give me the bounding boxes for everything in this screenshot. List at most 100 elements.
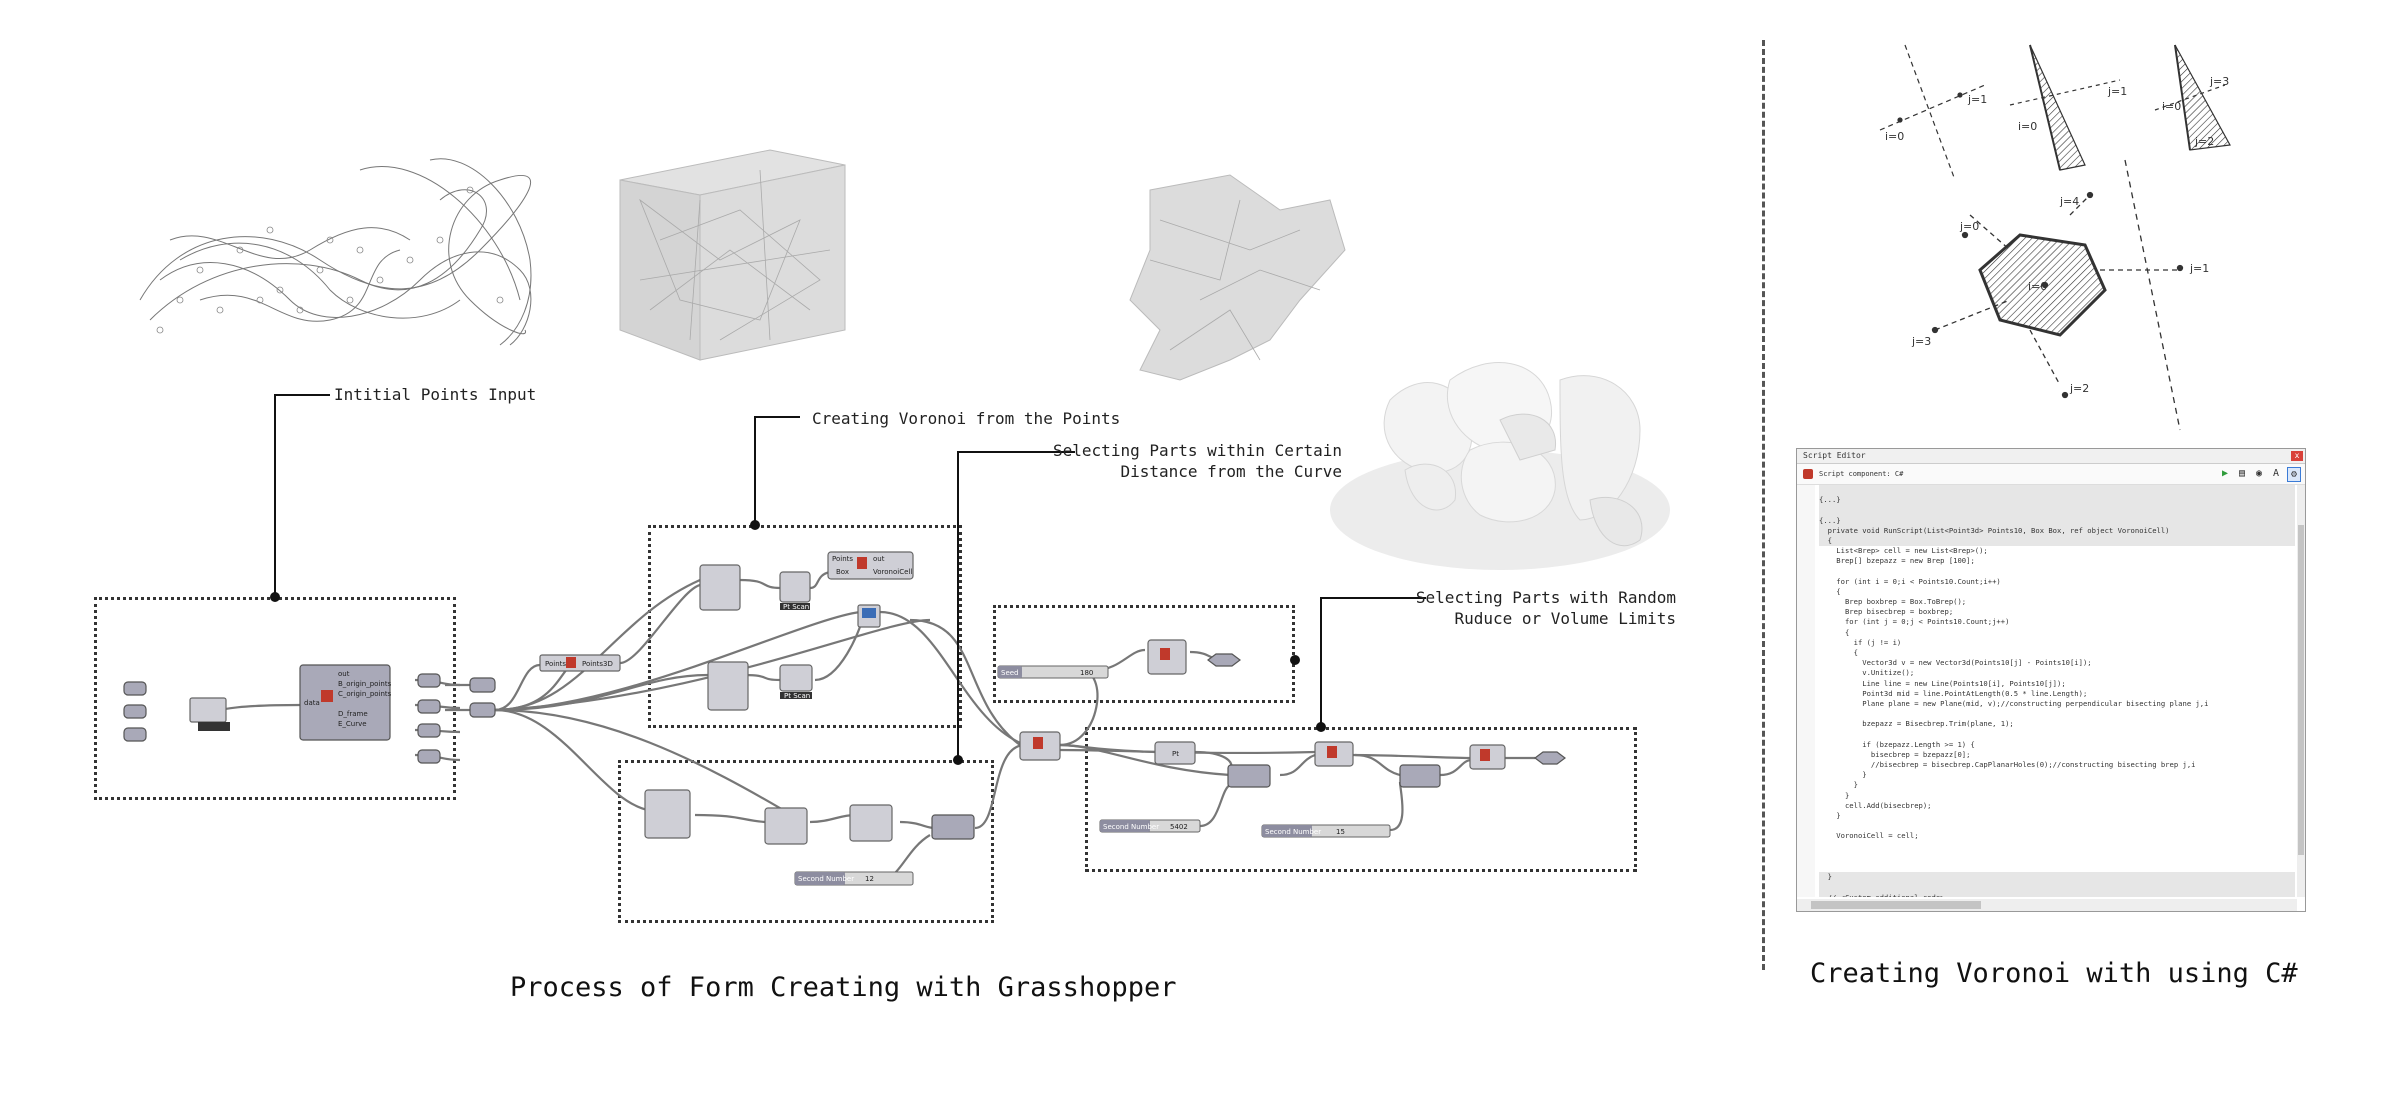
code-line[interactable]: 56 List<Brep> cell = new List<Brep>(); [1819, 546, 2295, 556]
caption-grasshopper: Process of Form Creating with Grasshoppe… [510, 972, 1177, 1003]
code-line[interactable]: 79 } [1819, 780, 2295, 790]
gh-param-node[interactable] [123, 681, 147, 696]
gh-param-node[interactable] [417, 699, 441, 714]
code-line[interactable]: 84 VoronoiCell = cell; [1819, 831, 2295, 841]
points-param-label: Points [545, 660, 566, 668]
code-line[interactable]: 75 if (bzepazz.Length >= 1) { [1819, 740, 2295, 750]
code-line[interactable]: 77 //bisecbrep = bisecbrep.CapPlanarHole… [1819, 760, 2295, 770]
gh-param-node[interactable] [417, 749, 441, 764]
code-text: VoronoiCell = cell; [1819, 831, 1919, 841]
gh-component-node[interactable] [931, 814, 975, 840]
annotation-selecting-distance: Selecting Parts within Certain Distance … [1050, 440, 1342, 482]
csharp-voronoi-component[interactable]: Points Box out VoronoiCell [827, 551, 914, 580]
code-line[interactable]: 85 [1819, 842, 2295, 852]
slider-second-number-2[interactable]: Second Number 15 [1261, 824, 1391, 838]
sketch-label: j=3 [1911, 335, 1931, 348]
code-line[interactable]: 54 private void RunScript(List<Point3d> … [1819, 525, 2295, 536]
code-line[interactable]: 74 [1819, 730, 2295, 740]
point-cloud-image [139, 158, 532, 346]
cache-icon[interactable]: ▤ [2238, 468, 2246, 479]
code-line[interactable]: 65 if (j != i) [1819, 638, 2295, 648]
annotation-initial-points: Intitial Points Input [334, 385, 537, 404]
points-param[interactable]: Points Points3D [539, 654, 621, 672]
settings-icon[interactable]: ⚙ [2287, 467, 2301, 482]
horizontal-scrollbar[interactable] [1797, 899, 2297, 911]
code-line[interactable]: 58 [1819, 567, 2295, 577]
gh-component-node[interactable] [779, 664, 813, 692]
code-line[interactable]: 78 } [1819, 770, 2295, 780]
code-line[interactable]: 55 { [1819, 535, 2295, 547]
gh-param-node[interactable] [123, 727, 147, 742]
code-text: } [1819, 780, 1858, 790]
preview-icon[interactable]: ◉ [2255, 468, 2263, 479]
code-line[interactable]: 73 bzepazz = Bisecbrep.Trim(plane, 1); [1819, 719, 2295, 729]
code-line[interactable]: 50 [1819, 505, 2295, 516]
gh-component-node[interactable] [1399, 764, 1441, 788]
gh-param-node[interactable] [417, 723, 441, 738]
code-line[interactable]: 61 Brep boxbrep = Box.ToBrep(); [1819, 597, 2295, 607]
code-line[interactable]: 86 [1819, 852, 2295, 862]
code-line[interactable]: 80 } [1819, 791, 2295, 801]
gh-component-node[interactable] [1154, 741, 1196, 765]
gh-component-node[interactable] [779, 571, 811, 603]
slider-second-number-1[interactable]: Second Number 5402 [1099, 819, 1201, 833]
gh-param-node[interactable] [1534, 751, 1566, 765]
scrollbar-thumb[interactable] [1811, 901, 1981, 909]
code-line[interactable]: 60 { [1819, 587, 2295, 597]
panel-label: Pt Scan [784, 692, 810, 700]
gh-merge-node[interactable] [189, 697, 227, 723]
font-icon[interactable]: A [2272, 468, 2280, 479]
gh-component-node[interactable] [849, 804, 893, 842]
voronoi-output: out [873, 555, 885, 563]
code-line[interactable]: 37{...} [1819, 495, 2295, 506]
vertical-scrollbar[interactable] [2297, 485, 2305, 897]
code-line[interactable]: 36 [1819, 485, 2295, 496]
gh-param-node[interactable] [1207, 653, 1241, 667]
code-line[interactable]: 68 v.Unitize(); [1819, 668, 2295, 678]
code-line[interactable]: 69 Line line = new Line(Points10[i], Poi… [1819, 679, 2295, 689]
gh-param-node[interactable] [469, 702, 496, 718]
code-line[interactable]: 90 // <Custom additional code> [1819, 892, 2295, 897]
code-line[interactable]: 62 Brep bisecbrep = boxbrep; [1819, 607, 2295, 617]
annotation-line: Ruduce or Volume Limits [1454, 609, 1676, 628]
code-line[interactable]: 66 { [1819, 648, 2295, 658]
gh-component-node[interactable] [699, 564, 741, 611]
code-line[interactable]: 51{...} [1819, 515, 2295, 526]
gh-param-node[interactable] [417, 673, 441, 688]
code-line[interactable]: 88 } [1819, 872, 2295, 883]
code-line[interactable]: 83 [1819, 821, 2295, 831]
gh-component-node[interactable] [764, 807, 808, 845]
scrollbar-thumb[interactable] [2298, 525, 2304, 855]
code-line[interactable]: 70 Point3d mid = line.PointAtLength(0.5 … [1819, 689, 2295, 699]
code-line[interactable]: 67 Vector3d v = new Vector3d(Points10[j]… [1819, 658, 2295, 668]
box-icon [862, 608, 876, 618]
code-line[interactable]: 89 [1819, 882, 2295, 893]
gh-component-node[interactable] [1227, 764, 1271, 788]
code-text: for (int j = 0;j < Points10.Count;j++) [1819, 617, 2010, 627]
code-line[interactable]: 82 } [1819, 811, 2295, 821]
gh-component-node[interactable] [707, 661, 749, 711]
code-line[interactable]: 63 for (int j = 0;j < Points10.Count;j++… [1819, 617, 2295, 627]
code-line[interactable]: 59 for (int i = 0;i < Points10.Count;i++… [1819, 577, 2295, 587]
close-button[interactable]: x [2291, 451, 2303, 461]
code-text: bzepazz = Bisecbrep.Trim(plane, 1); [1819, 719, 2014, 729]
code-line[interactable]: 71 Plane plane = new Plane(mid, v);//con… [1819, 699, 2295, 709]
code-line[interactable]: 64 { [1819, 628, 2295, 638]
cluster-component[interactable]: data out B_origin_points C_origin_points… [299, 664, 392, 741]
run-icon[interactable]: ▶ [2221, 468, 2229, 479]
slider-seed[interactable]: Seed 180 [997, 665, 1109, 679]
annotation-line: Selecting Parts with Random [1415, 588, 1676, 607]
code-line[interactable]: 76 bisecbrep = bzepazz[0]; [1819, 750, 2295, 760]
gh-param-node[interactable] [123, 704, 147, 719]
code-area[interactable]: 3637{...}5051{...}54 private void RunScr… [1819, 485, 2295, 897]
code-line[interactable]: 81 cell.Add(bisecbrep); [1819, 801, 2295, 811]
code-line[interactable]: 72 [1819, 709, 2295, 719]
gh-param-node[interactable] [469, 677, 496, 693]
sketch-label: j=2 [2069, 382, 2089, 395]
sketch-label: j=3 [2209, 75, 2229, 88]
gh-component-node[interactable] [644, 789, 691, 839]
code-line[interactable]: 87 [1819, 862, 2295, 872]
slider-second-number-3[interactable]: Second Number 12 [794, 871, 914, 886]
code-line[interactable]: 57 Brep[] bzepazz = new Brep [100]; [1819, 556, 2295, 566]
code-text: } [1819, 811, 1841, 820]
